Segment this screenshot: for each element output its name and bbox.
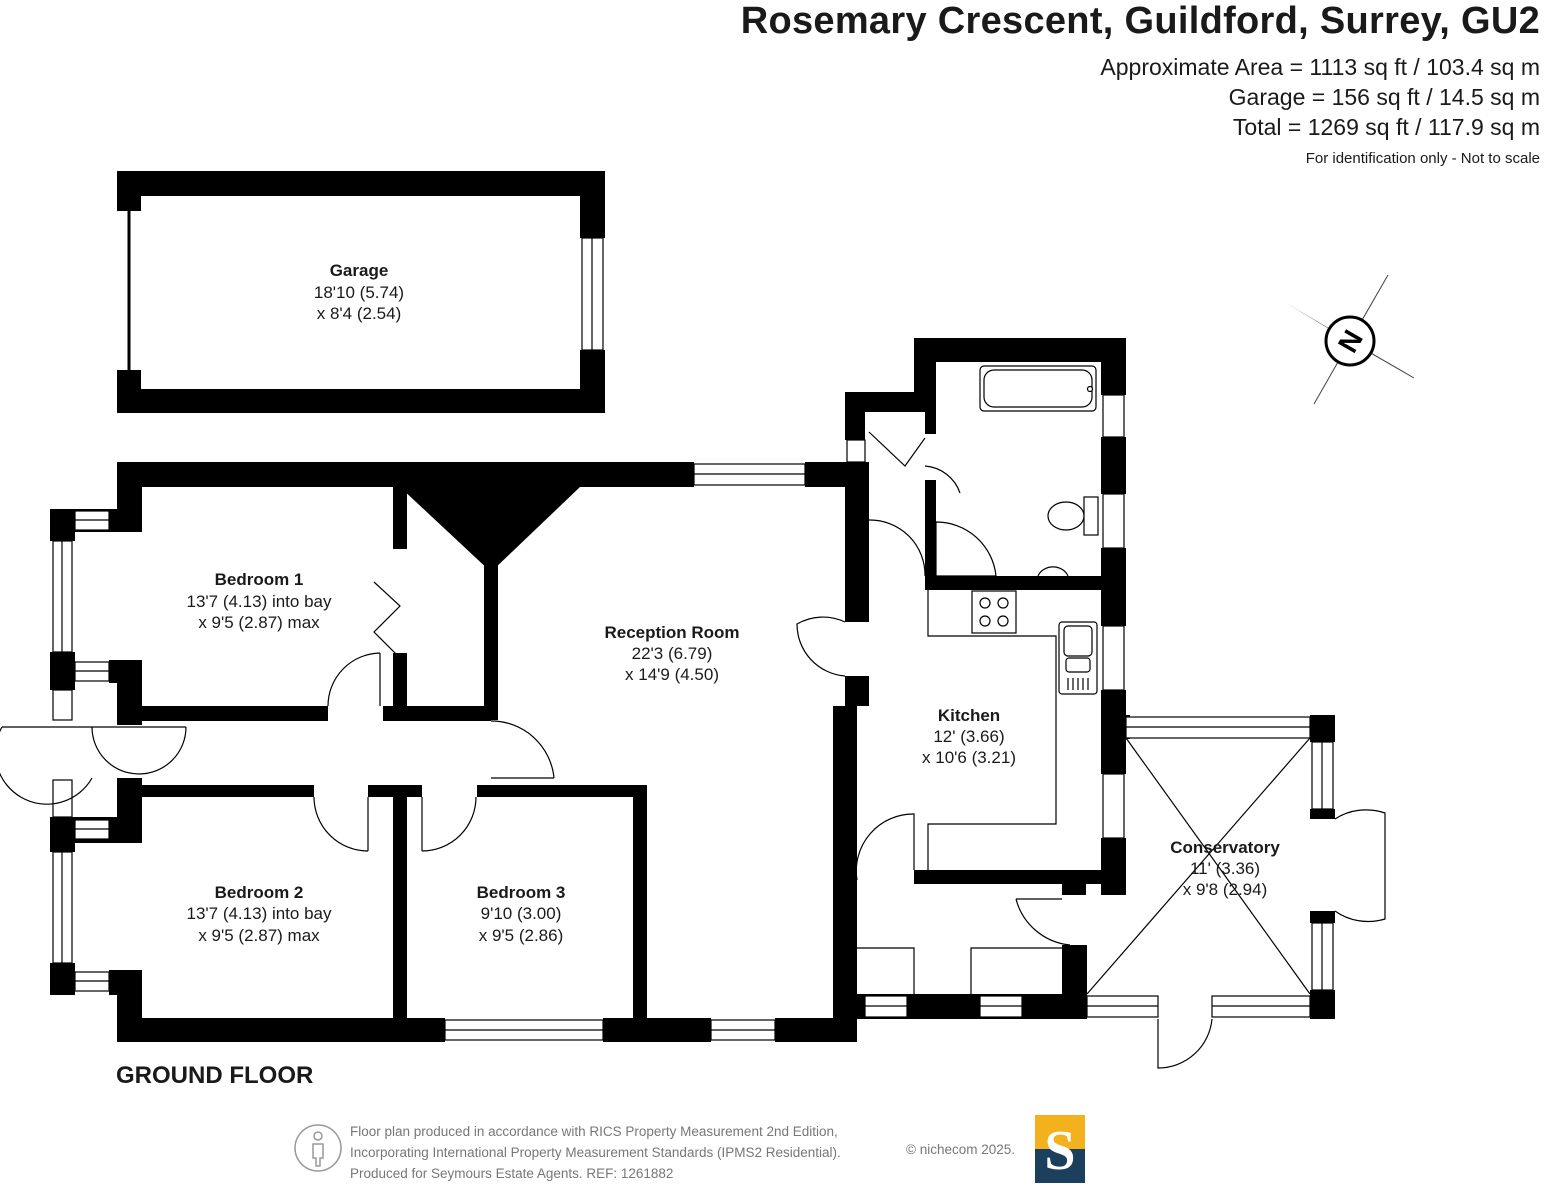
- room-dim: 22'3 (6.79): [632, 644, 713, 663]
- internal-doors: [313, 581, 846, 852]
- room-dim: x 14'9 (4.50): [625, 665, 719, 684]
- room-dim: 13'7 (4.13) into bay: [186, 904, 332, 923]
- front-door: [0, 726, 187, 805]
- footer-line: Floor plan produced in accordance with R…: [350, 1124, 838, 1139]
- conservatory-glazing: [1086, 716, 1386, 1069]
- room-dim: 9'10 (3.00): [481, 904, 562, 923]
- room-dim: 11' (3.36): [1190, 859, 1260, 878]
- room-label-garage: Garage 18'10 (5.74) x 8'4 (2.54): [314, 261, 404, 323]
- room-label-bedroom-2: Bedroom 2 13'7 (4.13) into bay x 9'5 (2.…: [186, 883, 332, 945]
- area-main: Approximate Area = 1113 sq ft / 103.4 sq…: [1100, 54, 1540, 80]
- room-dim: x 9'5 (2.87) max: [198, 926, 320, 945]
- room-name: Garage: [330, 261, 389, 280]
- bathroom-fittings: [846, 365, 1125, 577]
- room-label-kitchen: Kitchen 12' (3.66) x 10'6 (3.21): [922, 706, 1016, 767]
- brand-logo: S: [1035, 1115, 1085, 1183]
- room-name: Conservatory: [1170, 838, 1280, 857]
- area-garage: Garage = 156 sq ft / 14.5 sq m: [1228, 84, 1540, 110]
- bay-windows: [52, 463, 806, 1041]
- room-label-bedroom-1: Bedroom 1 13'7 (4.13) into bay x 9'5 (2.…: [186, 570, 332, 632]
- scale-note: For identification only - Not to scale: [1305, 150, 1540, 167]
- plan-title: Rosemary Crescent, Guildford, Surrey, GU…: [740, 0, 1540, 42]
- room-dim: x 8'4 (2.54): [317, 304, 402, 323]
- house-walls: [50, 462, 869, 1042]
- room-label-bedroom-3: Bedroom 3 9'10 (3.00) x 9'5 (2.86): [477, 883, 566, 945]
- room-name: Bedroom 3: [477, 883, 566, 902]
- bathroom-walls: [845, 338, 1126, 626]
- footer-line: Incorporating International Property Mea…: [350, 1145, 841, 1160]
- logo-letter: S: [1044, 1120, 1076, 1182]
- garage-walls: [117, 171, 605, 413]
- room-name: Reception Room: [604, 623, 739, 642]
- room-dim: x 9'8 (2.94): [1183, 880, 1268, 899]
- garage-window: [581, 237, 604, 351]
- area-total: Total = 1269 sq ft / 117.9 sq m: [1232, 114, 1540, 140]
- person-icon: [294, 1124, 342, 1172]
- room-label-conservatory: Conservatory 11' (3.36) x 9'8 (2.94): [1170, 838, 1280, 899]
- room-name: Bedroom 1: [215, 570, 304, 589]
- kitchen-fittings: [855, 590, 1125, 1018]
- room-dim: 18'10 (5.74): [314, 283, 404, 302]
- copyright: © nichecom 2025.: [906, 1142, 1016, 1157]
- footer-line: Produced for Seymours Estate Agents. REF…: [350, 1166, 674, 1181]
- footer-text: Floor plan produced in accordance with R…: [350, 1121, 841, 1184]
- room-dim: x 10'6 (3.21): [922, 748, 1016, 767]
- room-dim: x 9'5 (2.86): [479, 926, 564, 945]
- floor-label: GROUND FLOOR: [116, 1062, 314, 1089]
- room-name: Kitchen: [938, 706, 1000, 725]
- room-dim: 13'7 (4.13) into bay: [186, 592, 332, 611]
- room-dim: 12' (3.66): [933, 727, 1004, 746]
- room-dim: x 9'5 (2.87) max: [198, 613, 320, 632]
- compass-icon: N: [1286, 274, 1415, 405]
- room-label-reception: Reception Room 22'3 (6.79) x 14'9 (4.50): [604, 623, 739, 684]
- room-name: Bedroom 2: [215, 883, 304, 902]
